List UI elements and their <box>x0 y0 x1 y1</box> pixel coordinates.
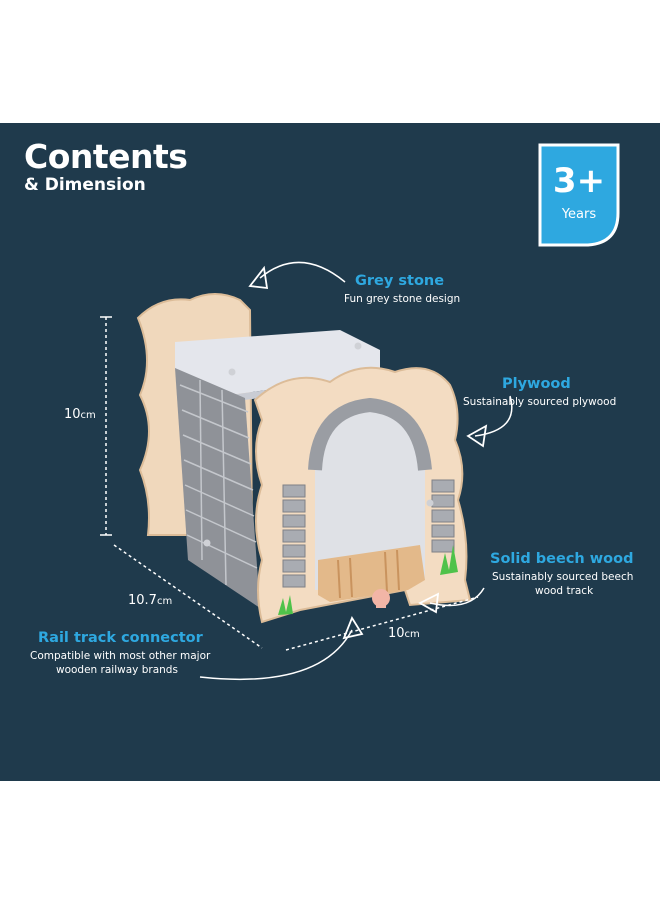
page-title: Contents <box>24 137 188 176</box>
feature-desc-connector-line1: Compatible with most other major <box>30 650 211 662</box>
height-dimension-label: 10cm <box>64 407 96 422</box>
tunnel-opening <box>315 405 425 590</box>
feature-title-beech-wood: Solid beech wood <box>490 551 634 567</box>
feature-desc-grey-stone: Fun grey stone design <box>344 293 461 305</box>
age-badge-value: 3+ <box>552 161 606 201</box>
arrow-head-icon <box>466 424 488 448</box>
feature-desc-beech-wood-line1: Sustainably sourced beech <box>492 571 634 583</box>
arrow-head-icon <box>418 592 440 614</box>
grass-decal <box>278 595 293 615</box>
product-panel: Contents & Dimension 3+ Years <box>0 123 660 781</box>
plywood-arrow <box>474 395 513 437</box>
connector-arrow <box>199 629 353 680</box>
stone-wall <box>175 368 260 608</box>
feature-desc-plywood: Sustainably sourced plywood <box>463 396 617 408</box>
feature-desc-connector-line2: wooden railway brands <box>56 664 178 676</box>
feature-desc-beech-wood-line2: wood track <box>535 585 594 597</box>
feature-title-grey-stone: Grey stone <box>355 273 445 289</box>
arrow-head-icon <box>248 265 269 290</box>
roof-top <box>175 330 380 395</box>
age-badge-icon <box>538 143 620 247</box>
grey-stone-arrow <box>259 261 346 283</box>
feature-title-plywood: Plywood <box>502 376 571 392</box>
page-subtitle: & Dimension <box>24 175 146 195</box>
feature-title-connector: Rail track connector <box>38 630 203 646</box>
arrow-head-icon <box>342 616 364 640</box>
depth-dimension-label: 10.7cm <box>128 593 173 608</box>
age-badge-unit: Years <box>561 207 597 222</box>
width-dimension-label: 10cm <box>388 626 420 641</box>
grass-decal <box>440 545 458 575</box>
depth-dimension-line <box>113 544 263 649</box>
